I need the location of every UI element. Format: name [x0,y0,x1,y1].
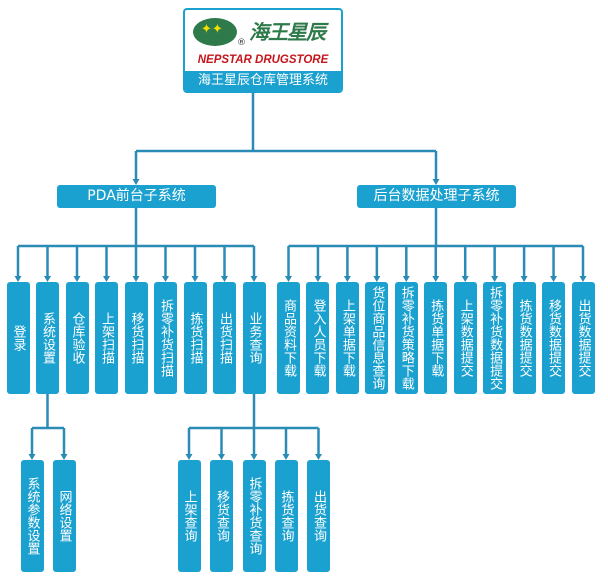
node-label: 出货数据提交 [575,299,591,377]
arrow-head-icon [185,454,193,460]
pda-module-node: 业务查询 [242,282,266,394]
backend-module-node: 拆零补货策略下载 [394,282,418,394]
query-child-node: 拆零补货查询 [242,460,266,572]
query-child-node: 移货查询 [210,460,233,572]
node-label: 移货数据提交 [546,299,562,377]
logo-chinese-text: 海王星辰 [249,20,326,44]
arrow-head-icon [343,276,351,282]
node-label: 登录 [10,325,26,351]
arrow-head-icon [103,276,110,282]
backend-module-node: 上架单据下载 [335,282,359,394]
node-label: 出货查询 [311,490,326,542]
arrow-head-icon [132,179,140,185]
logo-oval [193,18,237,46]
node-label: 上架查询 [181,490,197,542]
node-label: 拣货数据提交 [516,299,532,377]
node-label: 上架扫描 [99,312,114,364]
node-label: 拆零补货查询 [246,477,262,555]
arrow-head-icon [44,276,51,282]
pda-module-node: 仓库验收 [65,282,89,394]
pda-module-node: 系统设置 [36,282,59,394]
pda-module-node: 拆零补货扫描 [154,282,177,394]
settings-child-node: 系统参数设置 [20,460,44,572]
logo-english-text: NEPSTAR DRUGSTORE [197,54,329,66]
arrow-head-icon [132,276,140,282]
node-label: 拣货扫描 [187,312,203,364]
backend-module-node: 登入人员下载 [306,282,330,394]
node-label: 登入人员下载 [310,299,326,377]
pda-module-node: 出货扫描 [213,282,236,394]
arrow-head-icon [221,276,228,282]
arrow-head-icon [250,276,258,282]
query-child-node: 出货查询 [307,460,330,572]
arrow-head-icon [250,454,258,460]
node-label: 移货查询 [214,490,229,542]
system-title: 海王星辰仓库管理系统 [185,71,341,91]
settings-child-node: 网络设置 [52,460,76,572]
arrow-head-icon [14,276,22,282]
pda-module-node: 上架扫描 [95,282,118,394]
arrow-head-icon [315,454,322,460]
arrow-head-icon [550,276,558,282]
pda-module-node: 拣货扫描 [183,282,207,394]
arrow-head-icon [579,276,587,282]
node-label: 业务查询 [246,312,262,364]
arrow-head-icon [520,276,528,282]
pda-module-node: 移货扫描 [124,282,148,394]
node-label: 拣货单据下载 [428,299,444,377]
node-label: 货位商品信息查询 [369,286,385,390]
arrow-head-icon [314,276,322,282]
arrow-head-icon [373,276,381,282]
pda-subsystem-node: PDA前台子系统 [57,185,216,208]
registered-mark: ® [237,38,246,48]
arrow-head-icon [60,454,68,460]
backend-module-node: 上架数据提交 [453,282,477,394]
backend-module-node: 拆零补货数据提交 [483,282,507,394]
arrow-head-icon [402,276,410,282]
arrow-head-icon [461,276,469,282]
arrow-head-icon [162,276,169,282]
query-child-node: 拣货查询 [274,460,298,572]
arrow-head-icon [432,179,440,185]
arrow-head-icon [191,276,199,282]
pda-module-node: 登录 [6,282,30,394]
query-child-node: 上架查询 [177,460,201,572]
node-label: 系统设置 [40,312,55,364]
arrow-head-icon [218,454,225,460]
node-label: 出货扫描 [217,312,232,364]
backend-module-node: 商品资料下载 [277,282,300,394]
node-label: 系统参数设置 [24,477,40,555]
node-label: 拣货查询 [278,490,294,542]
backend-subsystem-node: 后台数据处理子系统 [357,185,516,208]
root-node: ✦✦ ® 海王星辰 NEPSTAR DRUGSTORE 海王星辰仓库管理系统 [183,8,343,93]
node-label: 上架数据提交 [457,299,473,377]
node-label: 商品资料下载 [281,299,296,377]
backend-module-node: 移货数据提交 [542,282,566,394]
backend-module-node: 拣货数据提交 [512,282,536,394]
arrow-head-icon [282,454,290,460]
node-label: 仓库验收 [69,312,85,364]
backend-module-node: 货位商品信息查询 [365,282,389,394]
node-label: 网络设置 [56,490,72,542]
arrow-head-icon [285,276,292,282]
arrow-head-icon [432,276,440,282]
node-label: 拆零补货策略下载 [398,286,414,390]
star-icon: ✦✦ [201,22,223,37]
node-label: 移货扫描 [128,312,144,364]
node-label: 拆零补货数据提交 [487,286,503,390]
backend-module-node: 出货数据提交 [571,282,595,394]
nepstar-logo: ✦✦ ® 海王星辰 [189,14,339,52]
arrow-head-icon [491,276,499,282]
arrow-head-icon [28,454,36,460]
backend-module-node: 拣货单据下载 [424,282,448,394]
arrow-head-icon [73,276,81,282]
node-label: 上架单据下载 [339,299,355,377]
node-label: 拆零补货扫描 [158,299,173,377]
